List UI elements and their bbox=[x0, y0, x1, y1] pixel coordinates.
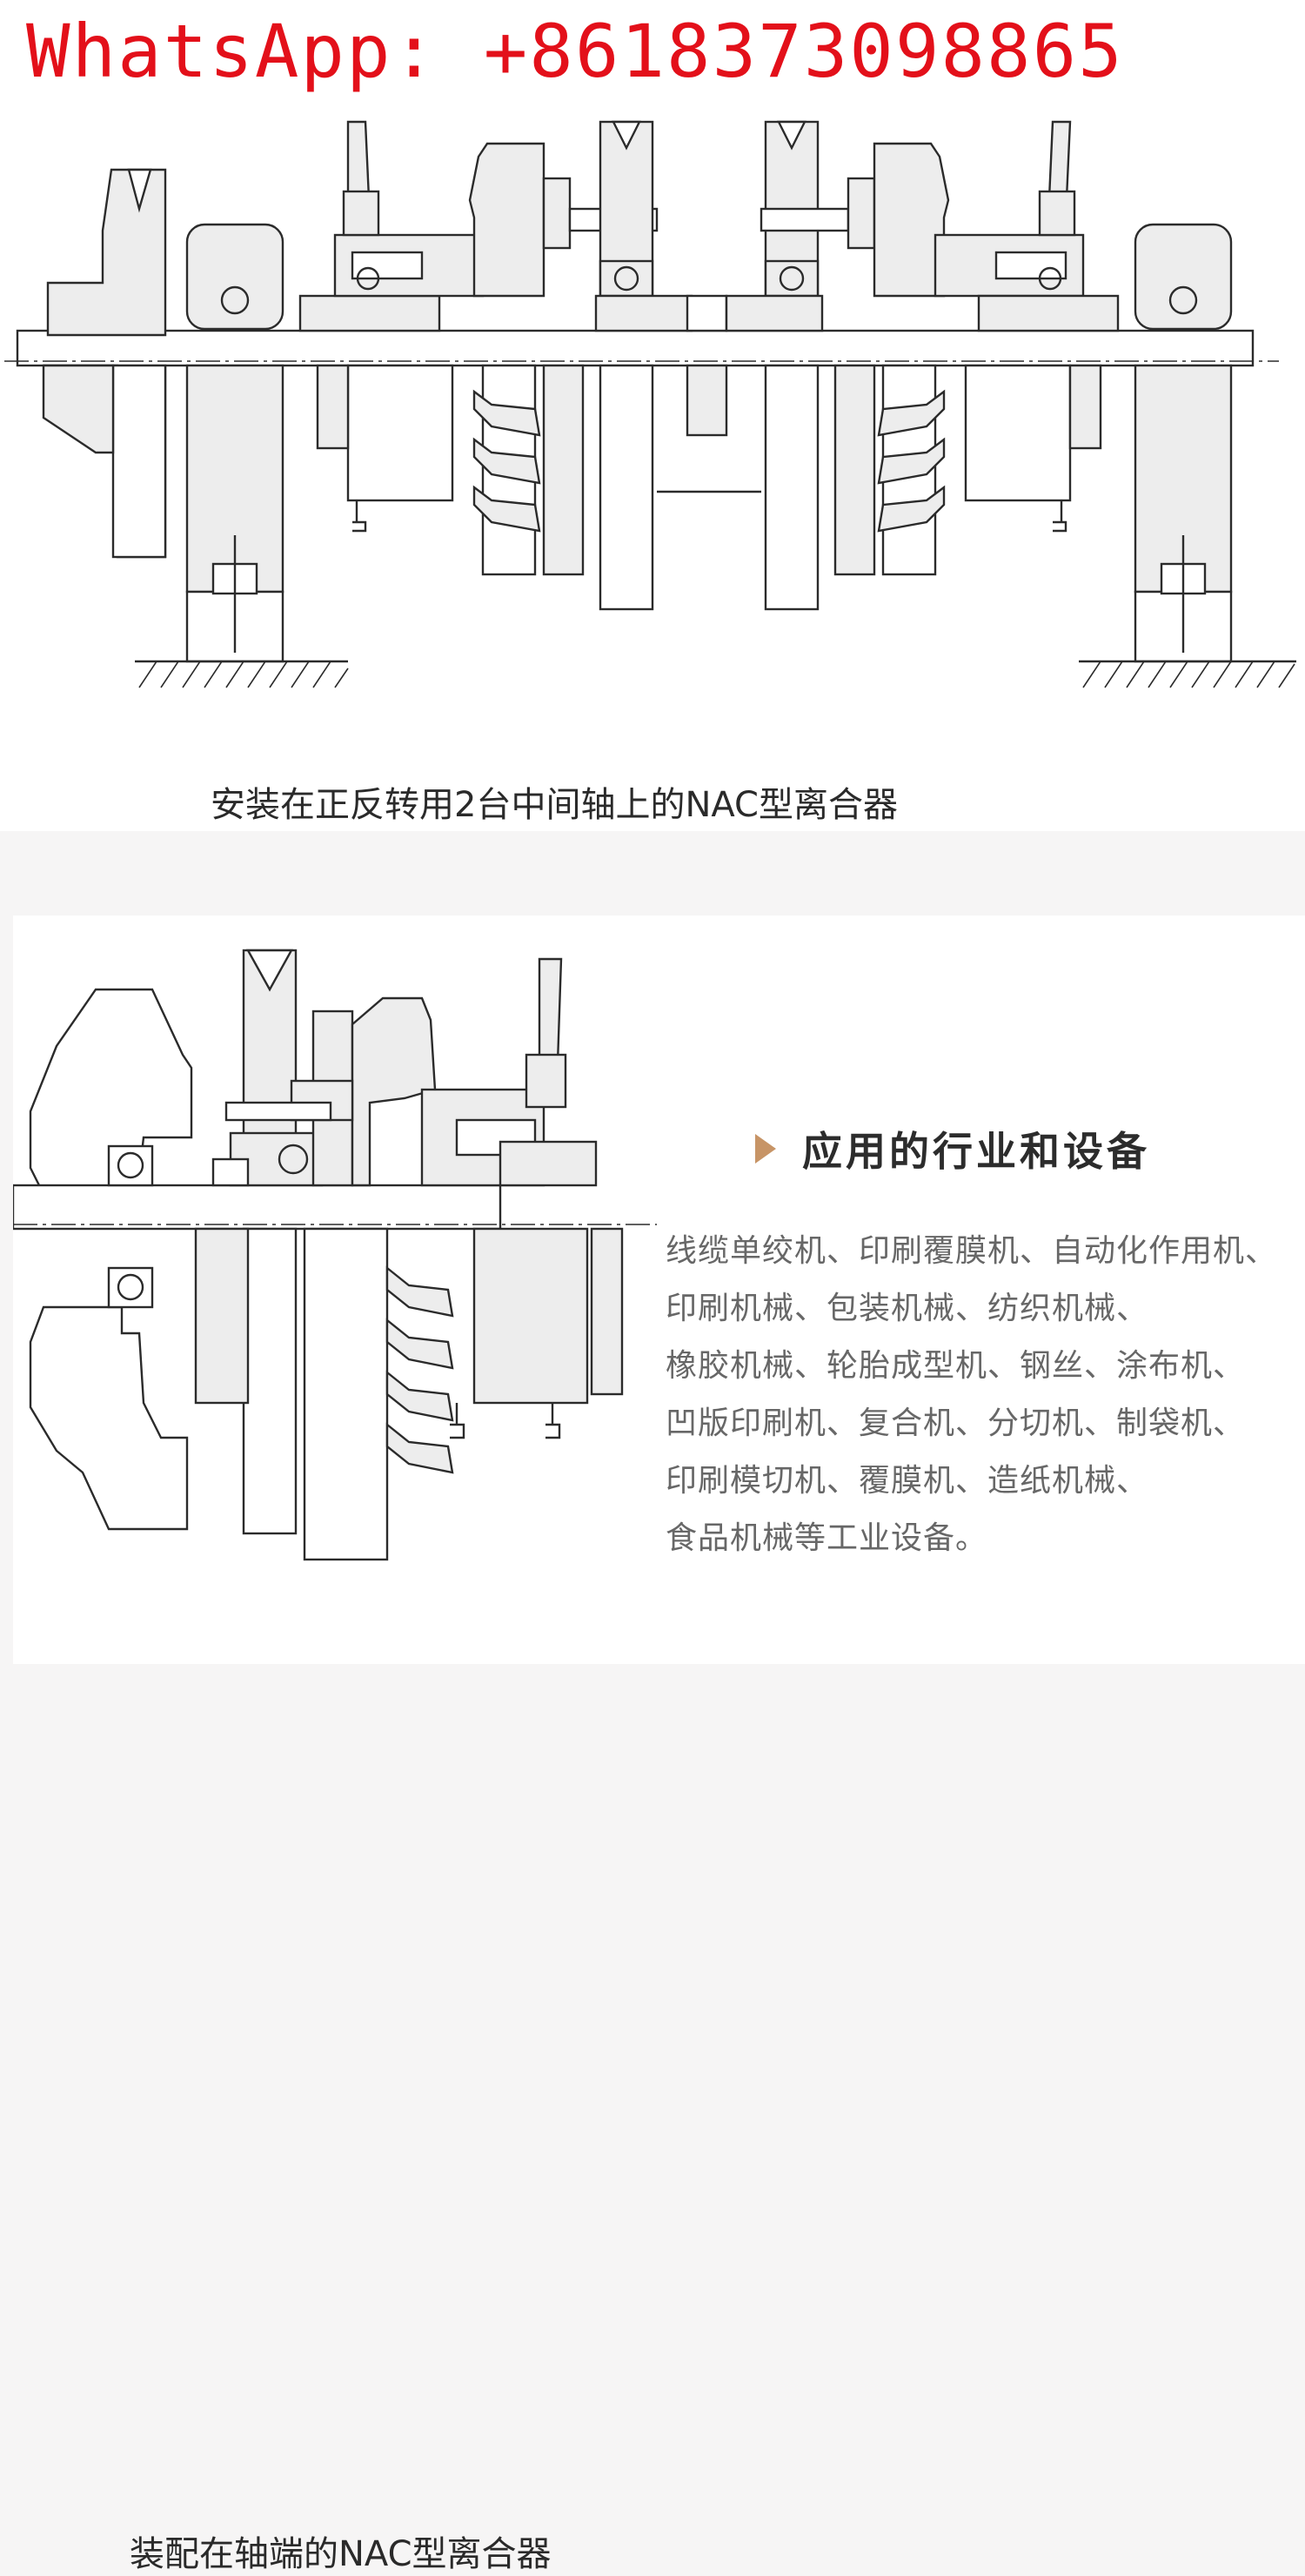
bottom-diagram-caption: 装配在轴端的NAC型离合器 bbox=[130, 2534, 552, 2574]
applications-line: 食品机械等工业设备。 bbox=[666, 1520, 988, 1556]
top-diagram-panel: WhatsApp: +8618373098865 安装在正反转用2台中间轴上的N… bbox=[0, 0, 1305, 831]
bottom-diagram-panel: 装配在轴端的NAC型离合器 bbox=[13, 916, 1305, 2574]
ground-hatch-left bbox=[138, 661, 349, 688]
applications-line: 凹版印刷机、复合机、分切机、制袋机、 bbox=[666, 1405, 1246, 1441]
applications-line: 橡胶机械、轮胎成型机、钢丝、涂布机、 bbox=[666, 1348, 1246, 1384]
applications-title: 应用的行业和设备 bbox=[802, 1128, 1150, 1175]
applications-line: 印刷模切机、覆膜机、造纸机械、 bbox=[666, 1463, 1149, 1499]
nac-clutch-dual-shaft-drawing bbox=[4, 120, 1296, 688]
top-diagram-caption: 安装在正反转用2台中间轴上的NAC型离合器 bbox=[211, 785, 898, 825]
applications-heading: 应用的行业和设备 bbox=[755, 1120, 1150, 1177]
triangle-bullet-icon bbox=[755, 1134, 776, 1164]
applications-line: 线缆单绞机、印刷覆膜机、自动化作用机、 bbox=[666, 1233, 1278, 1269]
applications-list: 线缆单绞机、印刷覆膜机、自动化作用机、 印刷机械、包装机械、纺织机械、 橡胶机械… bbox=[666, 1223, 1305, 1567]
whatsapp-watermark: WhatsApp: +8618373098865 bbox=[0, 0, 1122, 103]
ground-hatch-right bbox=[1082, 661, 1295, 688]
nac-clutch-shaft-end-drawing bbox=[13, 949, 657, 1561]
applications-line: 印刷机械、包装机械、纺织机械、 bbox=[666, 1291, 1149, 1326]
